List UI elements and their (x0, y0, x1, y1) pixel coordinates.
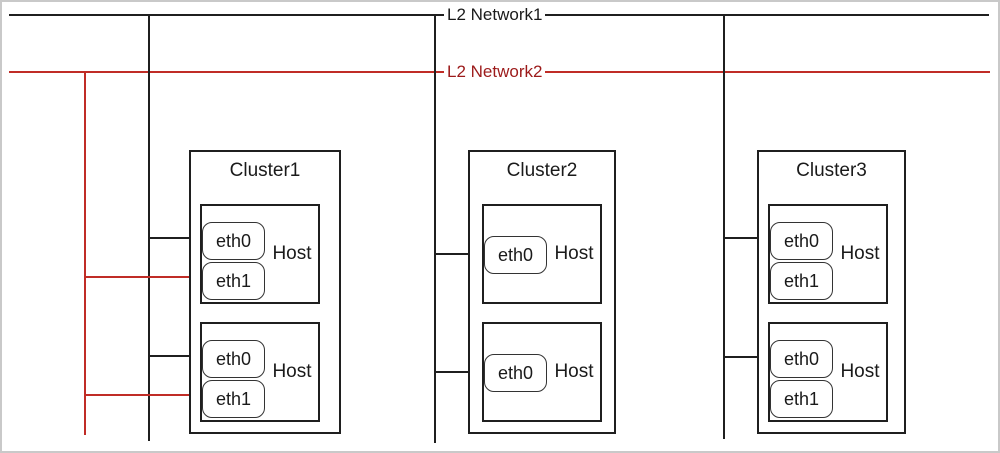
cluster3-host2-eth0-link-line (723, 356, 770, 358)
cluster1-host1-eth1-link-line (84, 276, 202, 278)
cluster3-host1-box: eth0 eth1 Host (768, 204, 888, 304)
cluster3-title: Cluster3 (796, 160, 867, 181)
cluster3-host1-eth1-chip: eth1 (770, 262, 833, 300)
cluster1-host1-eth0-chip: eth0 (202, 222, 265, 260)
cluster1-box: Cluster1 eth0 eth1 Host eth0 eth1 Host (189, 150, 341, 434)
cluster1-host2-eth0-chip: eth0 (202, 340, 265, 378)
cluster1-host2-label: Host (272, 361, 312, 382)
cluster3-network1-riser-line (723, 14, 725, 439)
cluster2-host2-label: Host (554, 361, 594, 382)
cluster3-box: Cluster3 eth0 eth1 Host eth0 eth1 Host (757, 150, 906, 434)
cluster1-host2-eth1-chip: eth1 (202, 380, 265, 418)
cluster3-host2-box: eth0 eth1 Host (768, 322, 888, 422)
cluster3-host1-eth0-link-line (723, 237, 770, 239)
cluster3-host1-label: Host (840, 243, 880, 264)
l2-network1-label: L2 Network1 (444, 5, 546, 25)
cluster2-host2-box: eth0 Host (482, 322, 602, 422)
cluster1-host1-eth1-chip: eth1 (202, 262, 265, 300)
cluster1-network1-riser-line (148, 14, 150, 441)
cluster2-host2-eth0-link-line (434, 371, 484, 373)
cluster2-network1-riser-line (434, 14, 436, 443)
cluster3-host1-eth0-chip: eth0 (770, 222, 833, 260)
cluster1-host1-label: Host (272, 243, 312, 264)
cluster1-title: Cluster1 (229, 160, 301, 181)
cluster2-host2-eth0-chip: eth0 (484, 354, 547, 392)
cluster2-host1-eth0-link-line (434, 253, 484, 255)
cluster1-network2-riser-line (84, 71, 86, 435)
cluster1-host1-eth0-link-line (148, 237, 202, 239)
cluster2-title: Cluster2 (506, 160, 578, 181)
l2-network2-label: L2 Network2 (444, 62, 546, 82)
cluster3-host2-label: Host (840, 361, 880, 382)
cluster2-host1-label: Host (554, 243, 594, 264)
cluster1-host2-eth0-link-line (148, 355, 202, 357)
cluster2-host1-eth0-chip: eth0 (484, 236, 547, 274)
cluster1-host2-eth1-link-line (84, 394, 202, 396)
cluster3-host2-eth0-chip: eth0 (770, 340, 833, 378)
cluster2-host1-box: eth0 Host (482, 204, 602, 304)
cluster3-host2-eth1-chip: eth1 (770, 380, 833, 418)
cluster2-box: Cluster2 eth0 Host eth0 Host (468, 150, 616, 434)
cluster1-host2-box: eth0 eth1 Host (200, 322, 320, 422)
cluster1-host1-box: eth0 eth1 Host (200, 204, 320, 304)
